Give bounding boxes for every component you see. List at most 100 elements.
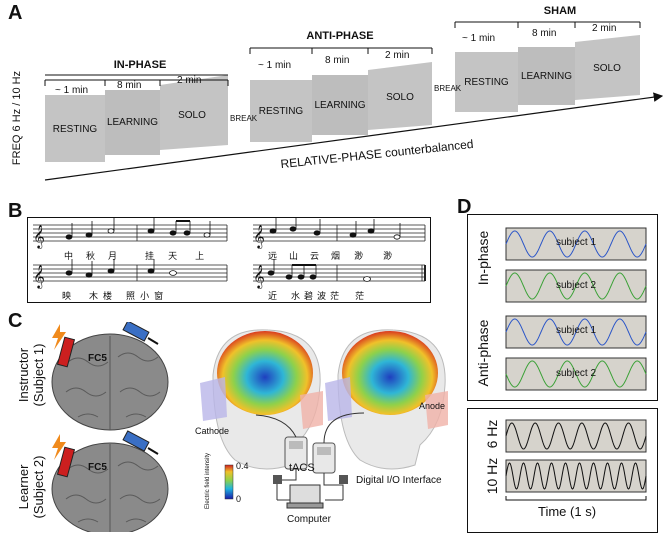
in-phase-label: In-phase [475,230,491,286]
sham-blocks [454,21,641,112]
wave-anti-phase-subject-2 [505,360,647,388]
lyric: 窗 [154,291,164,301]
wave-in-phase-subject-1 [505,230,647,258]
panel-d-frame [467,214,658,401]
phase-sh-learn: LEARNING [520,71,573,82]
lyrics-row-1-right: 远山云烟渺渺 [268,249,392,262]
io-label: Digital I/O Interface [356,475,442,486]
phase-sh-rest: RESTING [464,77,509,88]
phase-ap-solo: SOLO [386,92,414,103]
brain-instructor [51,322,169,431]
time-label: Time (1 s) [538,504,597,519]
panel-a-diagram [44,21,664,181]
instructor-line1: Instructor [16,347,31,403]
learner-label: Learner (Subject 2) [16,442,46,532]
panel-c-label: C [8,310,23,332]
svg-text:𝄞: 𝄞 [33,266,45,289]
waveform-plots [505,227,647,501]
head-right [325,329,448,470]
dur-sh-solo: 2 min [592,23,617,34]
lyric: 渺 [383,251,393,261]
anti-phase-label: Anti-phase [475,319,491,387]
lyric: 烟 [331,251,341,261]
lyric: 月 [108,251,118,261]
break-label-2: BREAK [434,84,462,93]
svg-text:𝄞: 𝄞 [253,266,265,289]
anode-label: Anode [419,401,446,411]
lyrics-row-2-left: 映 木楼 照小窗 [62,289,163,302]
dur-ip-rest: ~ 1 min [55,85,89,96]
colorbar-min: 0 [236,494,242,504]
colorbar-title: Electric field intensity [205,452,211,510]
dur-ip-solo: 2 min [177,75,202,86]
colorbar-max: 0.4 [236,461,249,471]
lyric: 上 [195,251,205,261]
wave-anti-phase-subject-1 [505,318,647,346]
lyric: 秋 [86,251,96,261]
lyric: 近 [268,291,278,301]
tacs-label: tACS [289,462,315,474]
wave-10hz [505,462,647,490]
lyric: 小 [140,291,150,301]
lyrics-row-2-right: 近水碧波茫茫 [268,289,364,302]
panel-a-label: A [8,2,23,24]
lyric: 山 [289,251,299,261]
time-bracket [505,496,647,501]
panel-d-label: D [457,196,472,218]
condition-sham: SHAM [543,5,577,17]
phase-ip-solo: SOLO [178,110,206,121]
condition-in-phase: IN-PHASE [113,59,167,71]
in-phase-blocks [44,74,229,162]
lyric: 照 [126,291,136,301]
anti-phase-blocks [249,47,433,142]
learner-line2: (Subject 2) [31,455,46,519]
lyrics-row-1-left: 中秋月挂天上 [64,249,204,262]
lyric: 天 [168,251,178,261]
lyric: 波 [317,291,327,301]
instructor-label: Instructor (Subject 1) [16,330,46,420]
lyric: 碧 [304,291,314,301]
dur-ip-learn: 8 min [117,80,142,91]
head-left [200,329,323,470]
lyric: 中 [64,251,74,261]
lyric: 渺 [354,251,364,261]
lyric: 水 [291,291,301,301]
brain-diagrams [51,322,169,532]
lyric: 远 [268,251,278,261]
dur-sh-learn: 8 min [532,28,557,39]
tacs-setup [200,329,448,509]
lyric: 木 [89,291,99,301]
dur-ap-rest: ~ 1 min [258,60,292,71]
computer-label: Computer [287,514,331,525]
brain-learner [51,430,169,532]
hz10-label: 10 Hz [484,457,500,495]
freq-axis-label: FREQ 6 Hz / 10 Hz [11,70,23,166]
panel-d-frame-lower [467,408,658,533]
lyric: 云 [310,251,320,261]
dur-ap-learn: 8 min [325,55,350,66]
time-arrow [44,92,664,181]
dur-sh-rest: ~ 1 min [462,33,496,44]
lyric: 楼 [103,291,113,301]
wave-6hz [505,422,647,450]
panel-b-label: B [8,200,23,222]
cathode-label: Cathode [195,426,230,436]
electrode-label-1: FC5 [88,353,107,364]
svg-text:𝄞: 𝄞 [253,226,265,249]
lyric: 茫 [330,291,340,301]
phase-sh-solo: SOLO [593,63,621,74]
lyric: 茫 [355,291,365,301]
instructor-line2: (Subject 1) [31,343,46,407]
colorbar [224,464,234,500]
subj2-ap-label: subject 2 [556,368,597,379]
wave-in-phase-subject-2 [505,272,647,300]
phase-ip-rest: RESTING [52,124,98,135]
break-label-1: BREAK [230,114,258,123]
subj1-ip-label: subject 1 [556,237,597,248]
lyric: 挂 [145,251,155,261]
electrode-label-2: FC5 [88,462,107,473]
condition-anti-phase: ANTI-PHASE [306,30,374,42]
learner-line1: Learner [16,464,31,510]
dur-ap-solo: 2 min [385,50,410,61]
lyric: 映 [62,291,72,301]
